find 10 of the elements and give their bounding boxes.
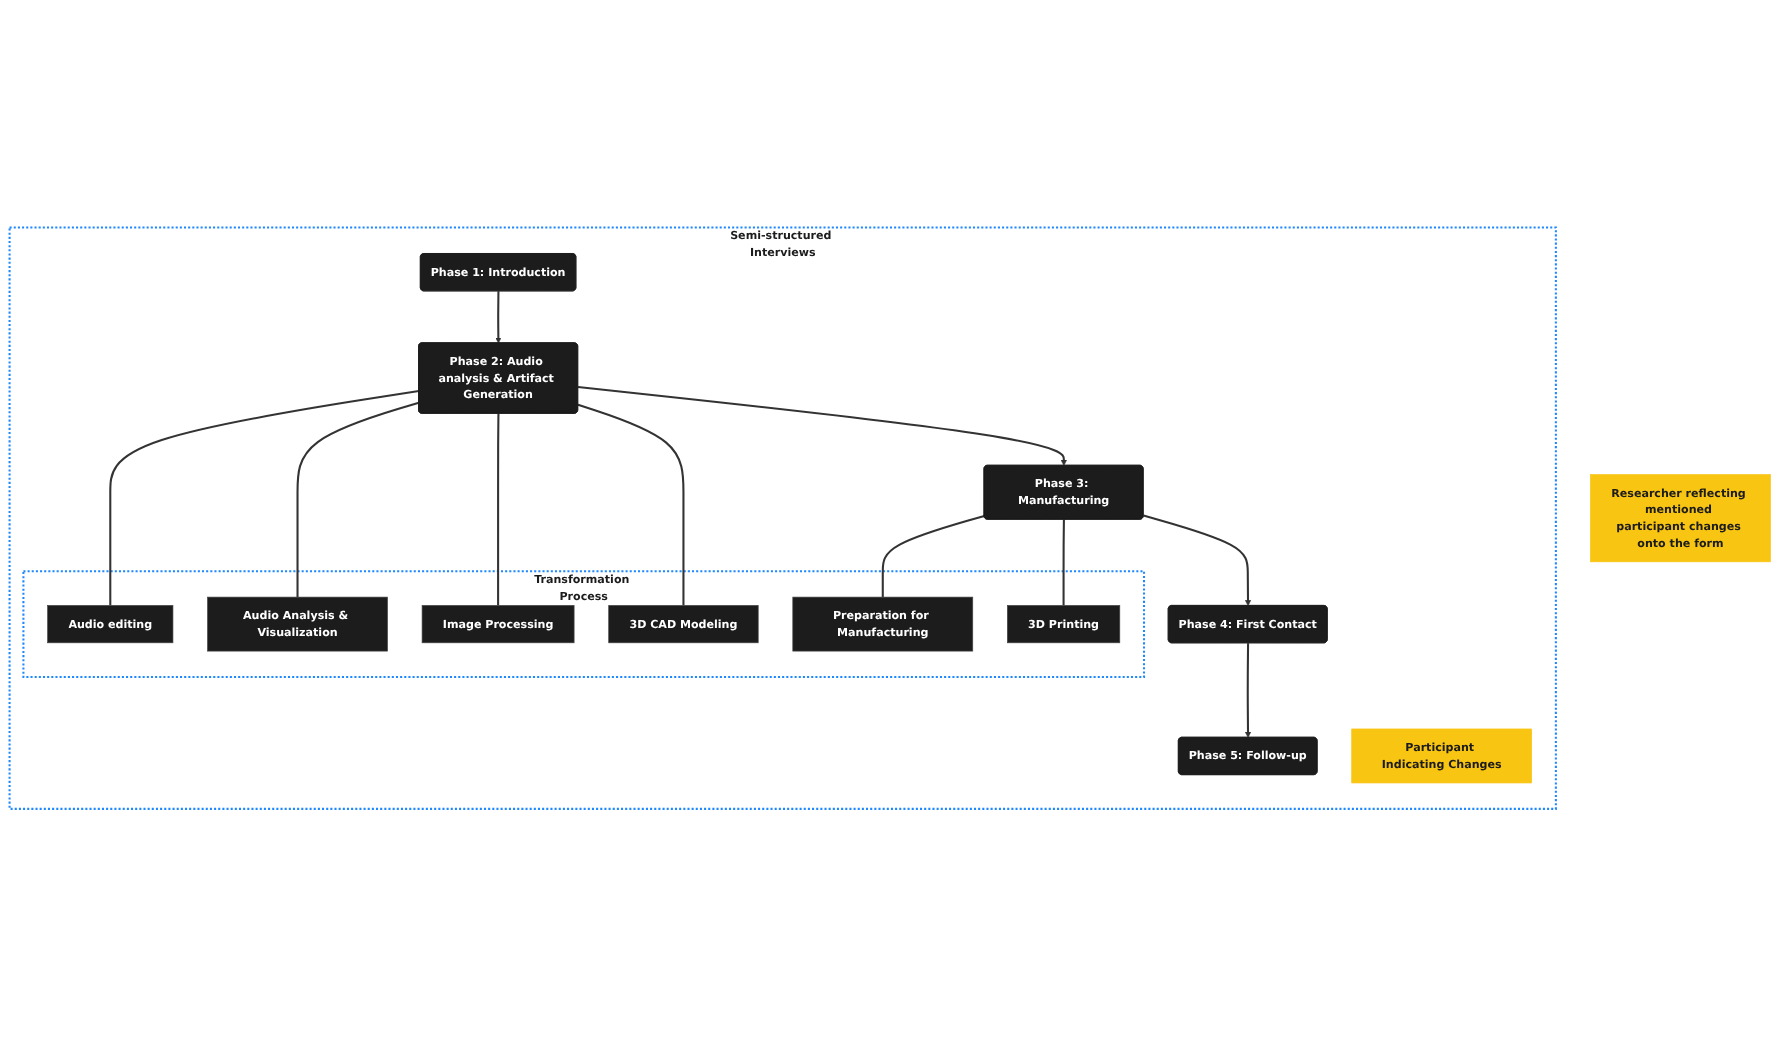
- connector: [881, 515, 985, 598]
- arrow: [495, 291, 502, 345]
- arrow: [1143, 515, 1252, 607]
- arrow: [577, 386, 1067, 467]
- connector: [1062, 520, 1065, 607]
- connector: [296, 402, 420, 598]
- connector: [109, 390, 419, 607]
- connector: [497, 414, 500, 607]
- arrow: [1244, 643, 1252, 739]
- connector: [577, 404, 685, 607]
